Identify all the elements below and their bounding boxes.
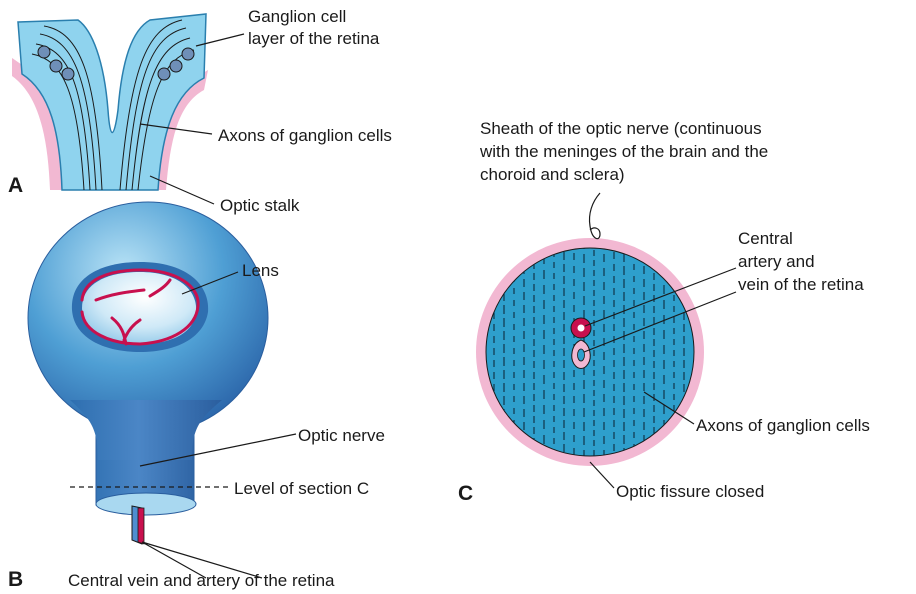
label-sheath-1: Sheath of the optic nerve (continuous xyxy=(480,119,762,138)
central-vein-lumen xyxy=(578,349,585,361)
label-sheath-2: with the meninges of the brain and the xyxy=(479,142,768,161)
stalk-body xyxy=(18,14,206,190)
label-optic-stalk: Optic stalk xyxy=(220,196,300,215)
label-lens: Lens xyxy=(242,261,279,280)
central-artery-lumen xyxy=(578,325,585,332)
sheath-loop-marker xyxy=(589,193,600,239)
panel-c-cross-section: Sheath of the optic nerve (continuous wi… xyxy=(458,119,870,505)
cup-neck xyxy=(70,400,222,460)
label-central-3: vein of the retina xyxy=(738,275,864,294)
panel-b-optic-cup: Lens Optic nerve Level of section C Cent… xyxy=(8,202,385,591)
panel-a-optic-stalk: Ganglion cell layer of the retina Axons … xyxy=(8,7,392,215)
label-central-2: artery and xyxy=(738,252,815,271)
stem-bottom-face xyxy=(96,493,196,515)
panel-label-a: A xyxy=(8,174,23,197)
label-ganglion-cell-layer-1: Ganglion cell xyxy=(248,7,346,26)
label-axons-of-ganglion-cells-a: Axons of ganglion cells xyxy=(218,126,392,145)
label-central-vein-and-artery: Central vein and artery of the retina xyxy=(68,571,335,590)
panel-label-c: C xyxy=(458,482,473,505)
label-optic-fissure-closed: Optic fissure closed xyxy=(616,482,764,501)
panel-label-b: B xyxy=(8,568,23,591)
label-optic-nerve: Optic nerve xyxy=(298,426,385,445)
central-vessels-b xyxy=(132,506,144,544)
leader-optic-fissure xyxy=(590,462,614,488)
label-axons-of-ganglion-cells-c: Axons of ganglion cells xyxy=(696,416,870,435)
label-level-of-section-c: Level of section C xyxy=(234,479,369,498)
label-ganglion-cell-layer-2: layer of the retina xyxy=(248,29,380,48)
label-central-1: Central xyxy=(738,229,793,248)
lens-group xyxy=(72,262,208,352)
label-sheath-3: choroid and sclera) xyxy=(480,165,625,184)
